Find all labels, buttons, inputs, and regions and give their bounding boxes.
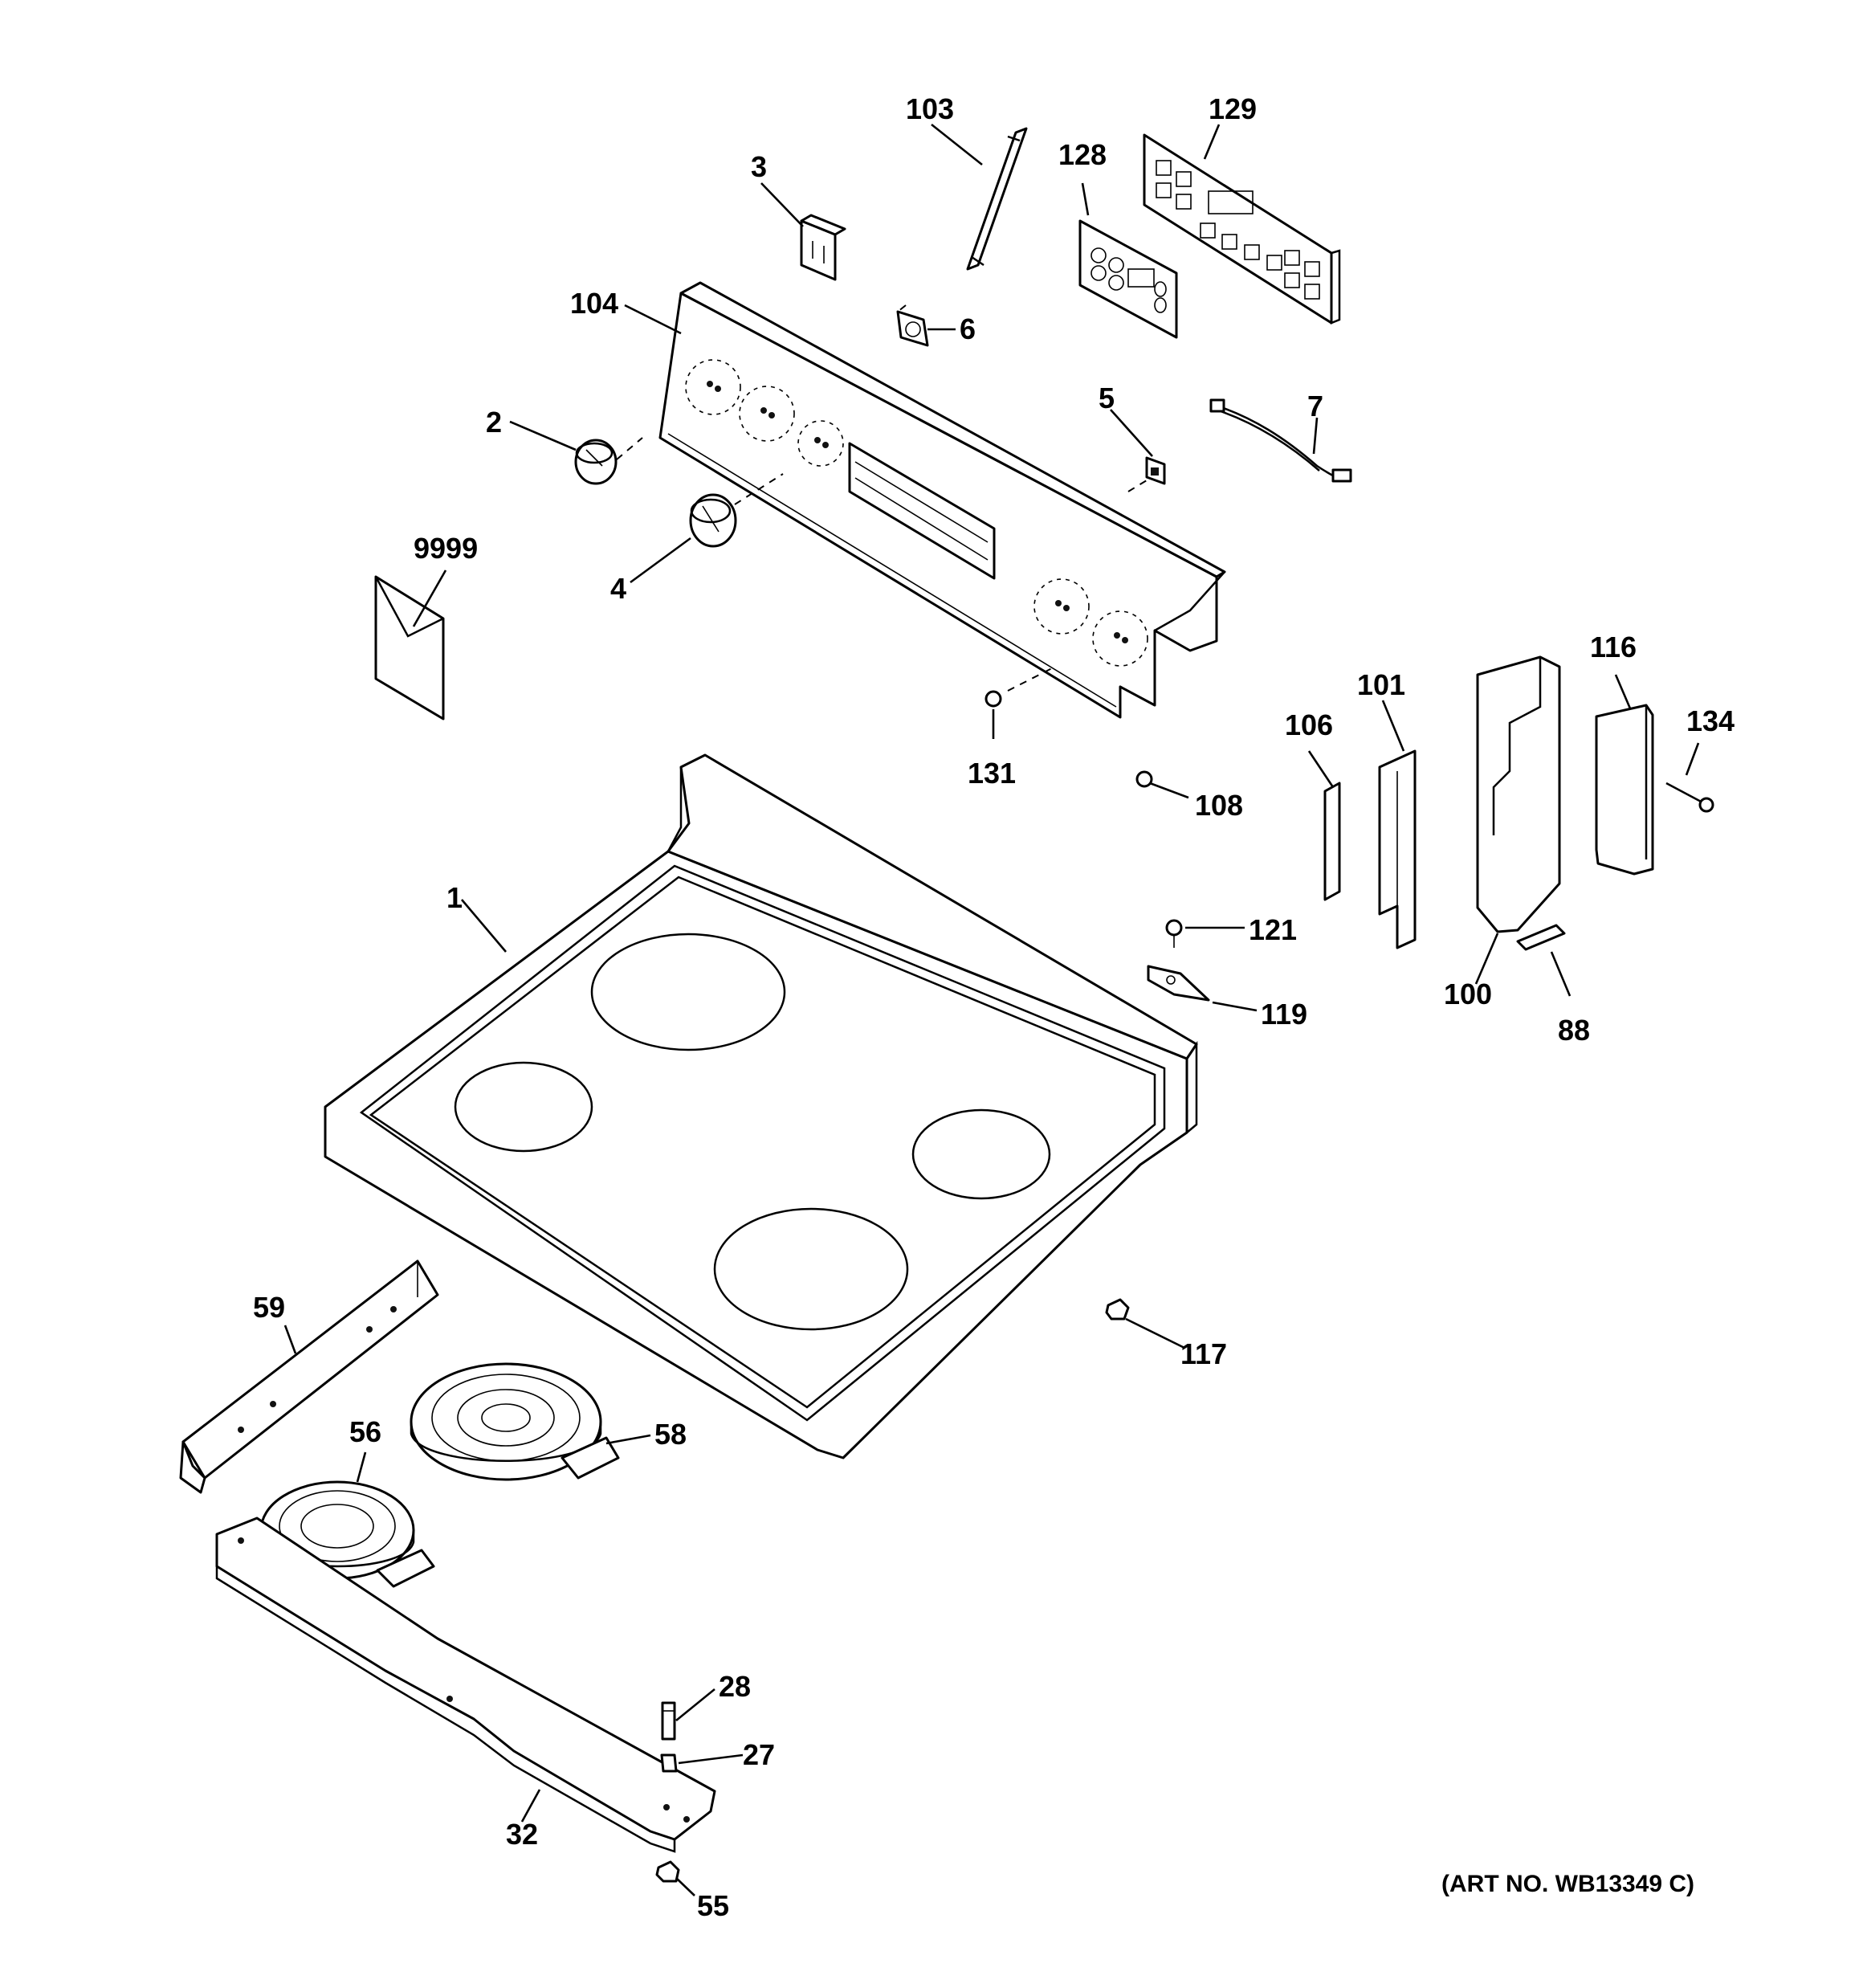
callout-5: 5 <box>1099 382 1115 414</box>
callout-108: 108 <box>1195 789 1243 822</box>
part-59-bracket <box>179 1259 439 1494</box>
callout-58: 58 <box>654 1418 687 1451</box>
callout-131: 131 <box>968 757 1016 790</box>
part-7-harness <box>1209 398 1352 483</box>
callout-55: 55 <box>697 1889 729 1922</box>
leader-lines <box>283 123 1700 1896</box>
callout-116: 116 <box>1590 631 1637 663</box>
callout-2: 2 <box>486 406 502 439</box>
callout-88: 88 <box>1558 1014 1590 1047</box>
part-131-screw <box>984 690 1002 708</box>
callout-28: 28 <box>719 1670 751 1703</box>
part-1-cooktop <box>324 753 1198 1459</box>
part-4-knob <box>689 493 737 548</box>
callout-103: 103 <box>906 92 954 125</box>
callout-56: 56 <box>349 1415 381 1448</box>
part-27-spacer <box>660 1753 678 1773</box>
part-3-switch <box>800 214 846 281</box>
callout-9999: 9999 <box>414 532 478 565</box>
callout-121: 121 <box>1249 913 1297 946</box>
part-119-bracket <box>1147 965 1210 1002</box>
burner-back-left-outline <box>590 933 786 1051</box>
callout-3: 3 <box>751 150 767 183</box>
part-100-end-cap <box>1476 655 1561 933</box>
callout-4: 4 <box>610 572 626 605</box>
part-28-stud <box>661 1701 676 1741</box>
part-104-backsplash <box>658 281 1226 719</box>
callout-129: 129 <box>1209 92 1257 125</box>
callout-32: 32 <box>506 1818 538 1851</box>
part-106-bracket <box>1323 782 1341 901</box>
callout-134: 134 <box>1686 704 1735 737</box>
part-116-end-cap <box>1595 704 1654 876</box>
assembly-lines <box>616 304 1148 692</box>
callout-6: 6 <box>960 312 976 345</box>
callout-27: 27 <box>743 1738 775 1771</box>
callout-7: 7 <box>1307 390 1323 423</box>
callout-106: 106 <box>1285 708 1333 741</box>
part-88-strip <box>1516 924 1566 951</box>
callout-1: 1 <box>446 881 463 914</box>
part-58-element <box>410 1362 620 1481</box>
part-129-control-board <box>1143 133 1341 325</box>
part-117-nut <box>1105 1298 1130 1321</box>
callout-104: 104 <box>570 287 618 320</box>
part-134-screw <box>1665 782 1714 813</box>
part-108-screw <box>1135 770 1153 788</box>
part-5-switch <box>1145 456 1166 485</box>
part-6-switch <box>896 310 929 347</box>
part-103-bracket <box>966 127 1028 271</box>
part-9999-literature <box>374 575 445 720</box>
callout-100: 100 <box>1444 978 1492 1010</box>
part-101-bracket <box>1378 749 1417 949</box>
part-55-nut <box>655 1860 680 1883</box>
callout-117: 117 <box>1180 1337 1227 1370</box>
art-number: (ART NO. WB13349 C) <box>1441 1871 1694 1897</box>
part-2-knob <box>574 439 618 485</box>
callout-101: 101 <box>1357 668 1405 701</box>
part-32-support <box>215 1517 716 1853</box>
part-128-keypad-overlay <box>1078 219 1178 339</box>
part-121-screw <box>1165 919 1183 948</box>
callout-128: 128 <box>1058 138 1107 171</box>
callout-59: 59 <box>253 1291 285 1324</box>
callout-labels: 103 129 128 3 6 104 2 5 7 9999 4 131 108… <box>253 92 1735 1922</box>
callout-119: 119 <box>1261 998 1307 1031</box>
